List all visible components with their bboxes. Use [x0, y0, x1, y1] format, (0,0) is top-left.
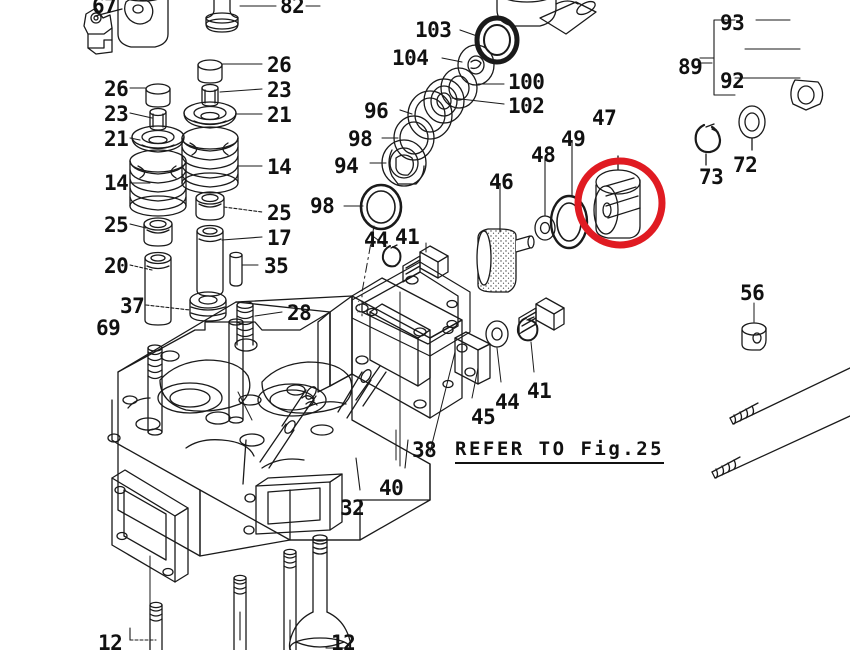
- part-callout-73: 73: [699, 165, 724, 189]
- part-96-spacer: [407, 90, 453, 140]
- part-41-bolt-lower: [518, 297, 565, 335]
- part-callout-93: 93: [720, 11, 745, 35]
- head-studs-right: [711, 367, 850, 479]
- part-callout-104: 104: [392, 46, 429, 70]
- bracket-89-group: [699, 19, 801, 96]
- part-94-nozzle-holder: [381, 139, 427, 187]
- part-callout-98: 98: [348, 127, 373, 151]
- bottom-fasteners-and-valves: [149, 534, 352, 650]
- part-callout-44: 44: [495, 390, 520, 414]
- cylinder-head-casting: [107, 295, 431, 583]
- part-44-circlip-upper: [369, 233, 402, 268]
- part-callout-23: 23: [104, 102, 129, 126]
- head-studs-on-deck: [147, 318, 253, 436]
- part-46-fuel-filter: [476, 228, 535, 293]
- part-callout-48: 48: [531, 143, 556, 167]
- part-callout-32: 32: [340, 496, 365, 520]
- valve-train-column-right: [181, 59, 254, 346]
- part-callout-26: 26: [104, 77, 129, 101]
- part-callout-92: 92: [720, 69, 745, 93]
- part-callout-40: 40: [379, 476, 404, 500]
- part-104-washer: [457, 44, 495, 86]
- part-callout-94: 94: [334, 154, 359, 178]
- part-callout-37: 37: [120, 294, 145, 318]
- part-callout-35: 35: [264, 254, 289, 278]
- refer-to-figure-note: REFER TO Fig.25: [455, 438, 665, 464]
- part-callout-98: 98: [310, 194, 335, 218]
- part-82-plug: [205, 0, 239, 33]
- part-callout-103: 103: [415, 18, 452, 42]
- part-callout-67: 67: [92, 0, 117, 18]
- part-98-lower: [359, 183, 403, 231]
- part-93-and-92-components: [790, 79, 824, 111]
- part-103-oring: [474, 15, 520, 65]
- part-callout-12: 12: [98, 631, 123, 650]
- part-47-relief-valve: [593, 155, 641, 239]
- part-callout-41: 41: [527, 379, 552, 403]
- part-callout-102: 102: [508, 94, 545, 118]
- part-callout-21: 21: [104, 127, 129, 151]
- part-callout-47: 47: [592, 106, 617, 130]
- part-73-snap-ring: [694, 123, 722, 166]
- callout-leader-lines: [129, 29, 713, 649]
- part-callout-46: 46: [489, 170, 514, 194]
- part-25-right: [195, 191, 225, 221]
- part-72-washer: [738, 105, 766, 151]
- part-37-nut: [189, 291, 227, 322]
- part-callout-89: 89: [678, 55, 703, 79]
- part-callout-21: 21: [267, 103, 292, 127]
- part-100-102-shims: [423, 67, 478, 124]
- part-callout-25: 25: [104, 213, 129, 237]
- part-callout-38: 38: [412, 438, 437, 462]
- part-callout-26: 26: [267, 53, 292, 77]
- part-callout-72: 72: [733, 153, 758, 177]
- part-26-left: [145, 83, 171, 108]
- part-14-right-valve-spring: [181, 126, 239, 194]
- part-56-nut: [741, 302, 767, 351]
- part-callout-69: 69: [96, 316, 121, 340]
- part-45-clamp-bracket: [454, 331, 491, 385]
- part-35-dowel-pin: [229, 251, 243, 287]
- part-callout-45: 45: [471, 405, 496, 429]
- part-callout-44: 44: [364, 228, 389, 252]
- part-23-right: [201, 83, 219, 107]
- part-callout-100: 100: [508, 70, 545, 94]
- part-callout-25: 25: [267, 201, 292, 225]
- part-callout-23: 23: [267, 78, 292, 102]
- part-callout-14: 14: [104, 171, 129, 195]
- part-40-gasket: [351, 261, 471, 357]
- part-callout-14: 14: [267, 155, 292, 179]
- red-highlight-circle: [574, 157, 666, 249]
- part-callout-49: 49: [561, 127, 586, 151]
- part-26-right: [197, 59, 223, 84]
- part-callout-41: 41: [395, 225, 420, 249]
- part-callout-28: 28: [287, 301, 312, 325]
- part-callout-12: 12: [331, 631, 356, 650]
- part-callout-96: 96: [364, 99, 389, 123]
- part-callout-82: 82: [280, 0, 305, 18]
- part-21-right: [183, 101, 237, 129]
- part-20-valve-guide-left: [144, 251, 172, 326]
- part-44-washer-lower: [485, 320, 509, 348]
- part-callout-17: 17: [267, 226, 292, 250]
- part-25-left: [143, 217, 173, 247]
- part-callout-20: 20: [104, 254, 129, 278]
- part-callout-56: 56: [740, 281, 765, 305]
- part-67-rocker-body: [83, 0, 169, 55]
